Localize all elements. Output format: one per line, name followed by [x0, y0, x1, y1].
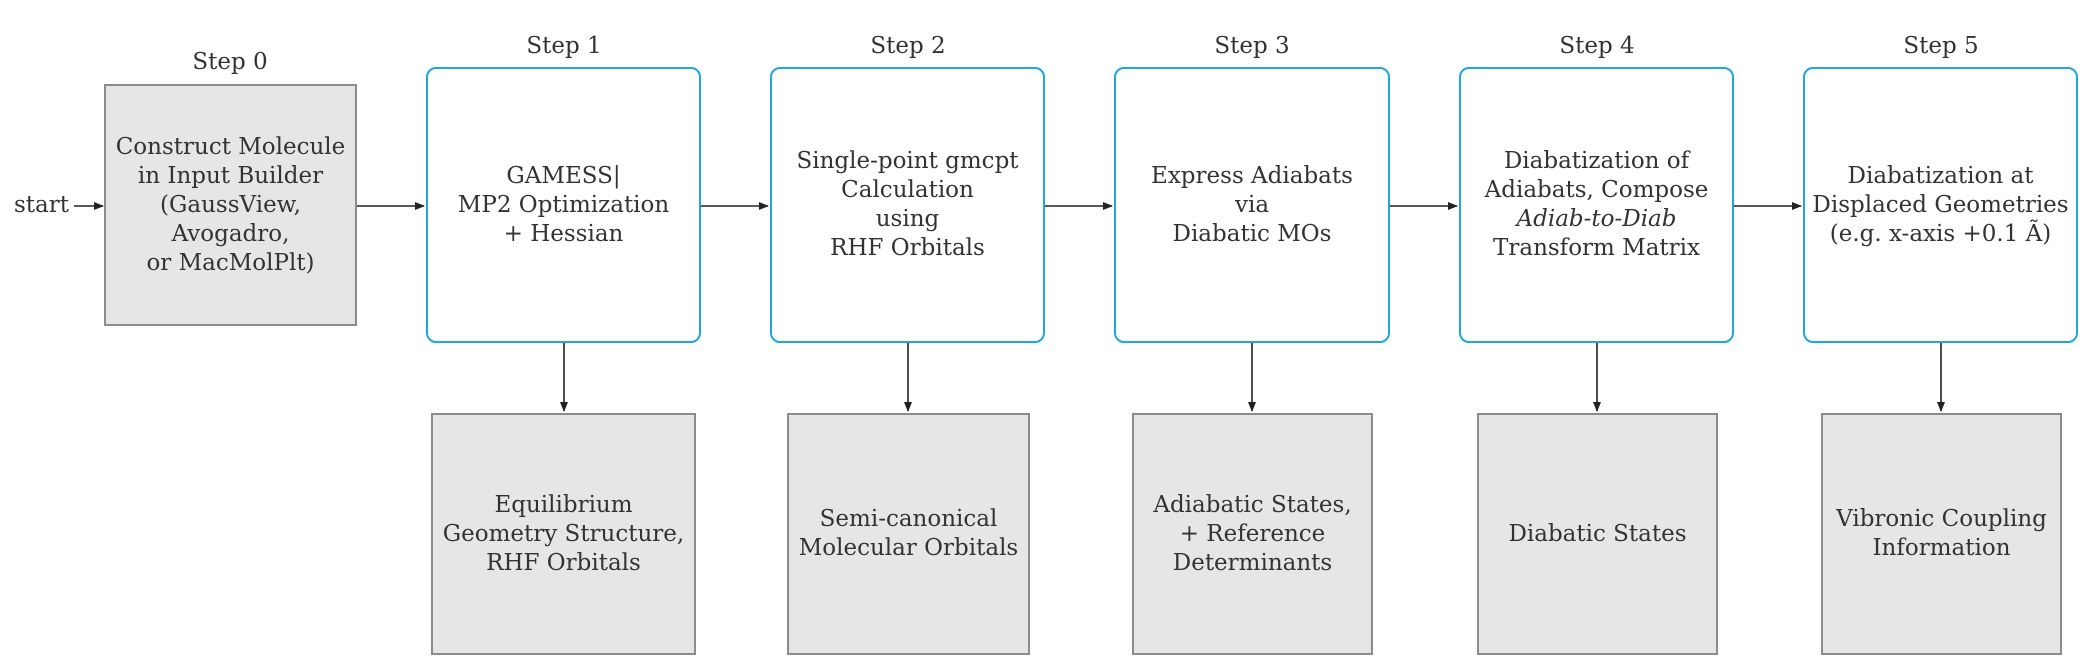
step-1-line-1: GAMESS| [506, 162, 621, 189]
step-1-line-2: MP2 Optimization [457, 191, 670, 218]
output-4-box: Diabatic States [1477, 413, 1718, 655]
output-1-line-1: Equilibrium [494, 491, 633, 518]
output-5-line-2: Information [1872, 535, 2011, 561]
step-2-line-2: Calculation [841, 177, 974, 203]
output-3-line-1: Adiabatic States, [1153, 491, 1352, 518]
output-2-line-1: Semi-canonical [819, 506, 998, 532]
step-3-box: Express Adiabats via Diabatic MOs [1114, 67, 1390, 343]
step-4-line-3: Adiab-to-Diab [1516, 206, 1677, 232]
step-4-box: Diabatization of Adiabats, Compose Adiab… [1459, 67, 1734, 343]
step-1-title: Step 1 [526, 33, 602, 59]
output-3-box: Adiabatic States, + Reference Determinan… [1132, 413, 1373, 655]
start-label: start [14, 192, 69, 218]
step-5-line-2: Displaced Geometries [1812, 191, 2069, 218]
step-1-box: GAMESS| MP2 Optimization + Hessian [426, 67, 701, 343]
output-2-box: Semi-canonical Molecular Orbitals [787, 413, 1030, 655]
step-0-line-1: Construct Molecule [115, 133, 346, 160]
output-5-box: Vibronic Coupling Information [1821, 413, 2062, 655]
output-3-line-2: + Reference [1179, 520, 1326, 547]
step-0-line-4: Avogadro, [171, 220, 290, 247]
step-1-line-3: + Hessian [503, 220, 624, 247]
output-1-box: Equilibrium Geometry Structure, RHF Orbi… [431, 413, 696, 655]
step-3-line-3: Diabatic MOs [1172, 220, 1332, 247]
output-3-line-3: Determinants [1172, 549, 1333, 576]
step-4-line-1: Diabatization of [1503, 148, 1690, 174]
step-2-title: Step 2 [870, 33, 946, 59]
step-3-line-1: Express Adiabats [1151, 162, 1353, 189]
step-3-line-2: via [1234, 191, 1270, 218]
step-0-line-5: or MacMolPlt) [146, 249, 315, 276]
step-4-line-4: Transform Matrix [1493, 235, 1700, 261]
step-2-line-4: RHF Orbitals [830, 235, 985, 261]
step-2-box: Single-point gmcpt Calculation using RHF… [770, 67, 1045, 343]
output-2-line-2: Molecular Orbitals [798, 535, 1019, 561]
step-4-title: Step 4 [1559, 33, 1635, 59]
step-0-box: Construct Molecule in Input Builder (Gau… [104, 84, 357, 326]
step-5-line-3: (e.g. x-axis +0.1 Ã) [1829, 220, 2052, 247]
step-0-line-2: in Input Builder [137, 162, 324, 189]
step-5-box: Diabatization at Displaced Geometries (e… [1803, 67, 2078, 343]
step-3-title: Step 3 [1214, 33, 1290, 59]
step-2-line-1: Single-point gmcpt [796, 148, 1019, 174]
step-5-title: Step 5 [1903, 33, 1979, 59]
step-4-line-2: Adiabats, Compose [1484, 177, 1709, 203]
output-4-line-1: Diabatic States [1508, 520, 1687, 547]
step-0-title: Step 0 [192, 49, 268, 75]
step-5-line-1: Diabatization at [1847, 162, 2034, 189]
output-1-line-3: RHF Orbitals [486, 549, 641, 576]
output-5-line-1: Vibronic Coupling [1836, 506, 2047, 532]
output-1-line-2: Geometry Structure, [442, 520, 685, 547]
step-2-line-3: using [875, 206, 940, 232]
step-0-line-3: (GaussView, [160, 191, 301, 218]
